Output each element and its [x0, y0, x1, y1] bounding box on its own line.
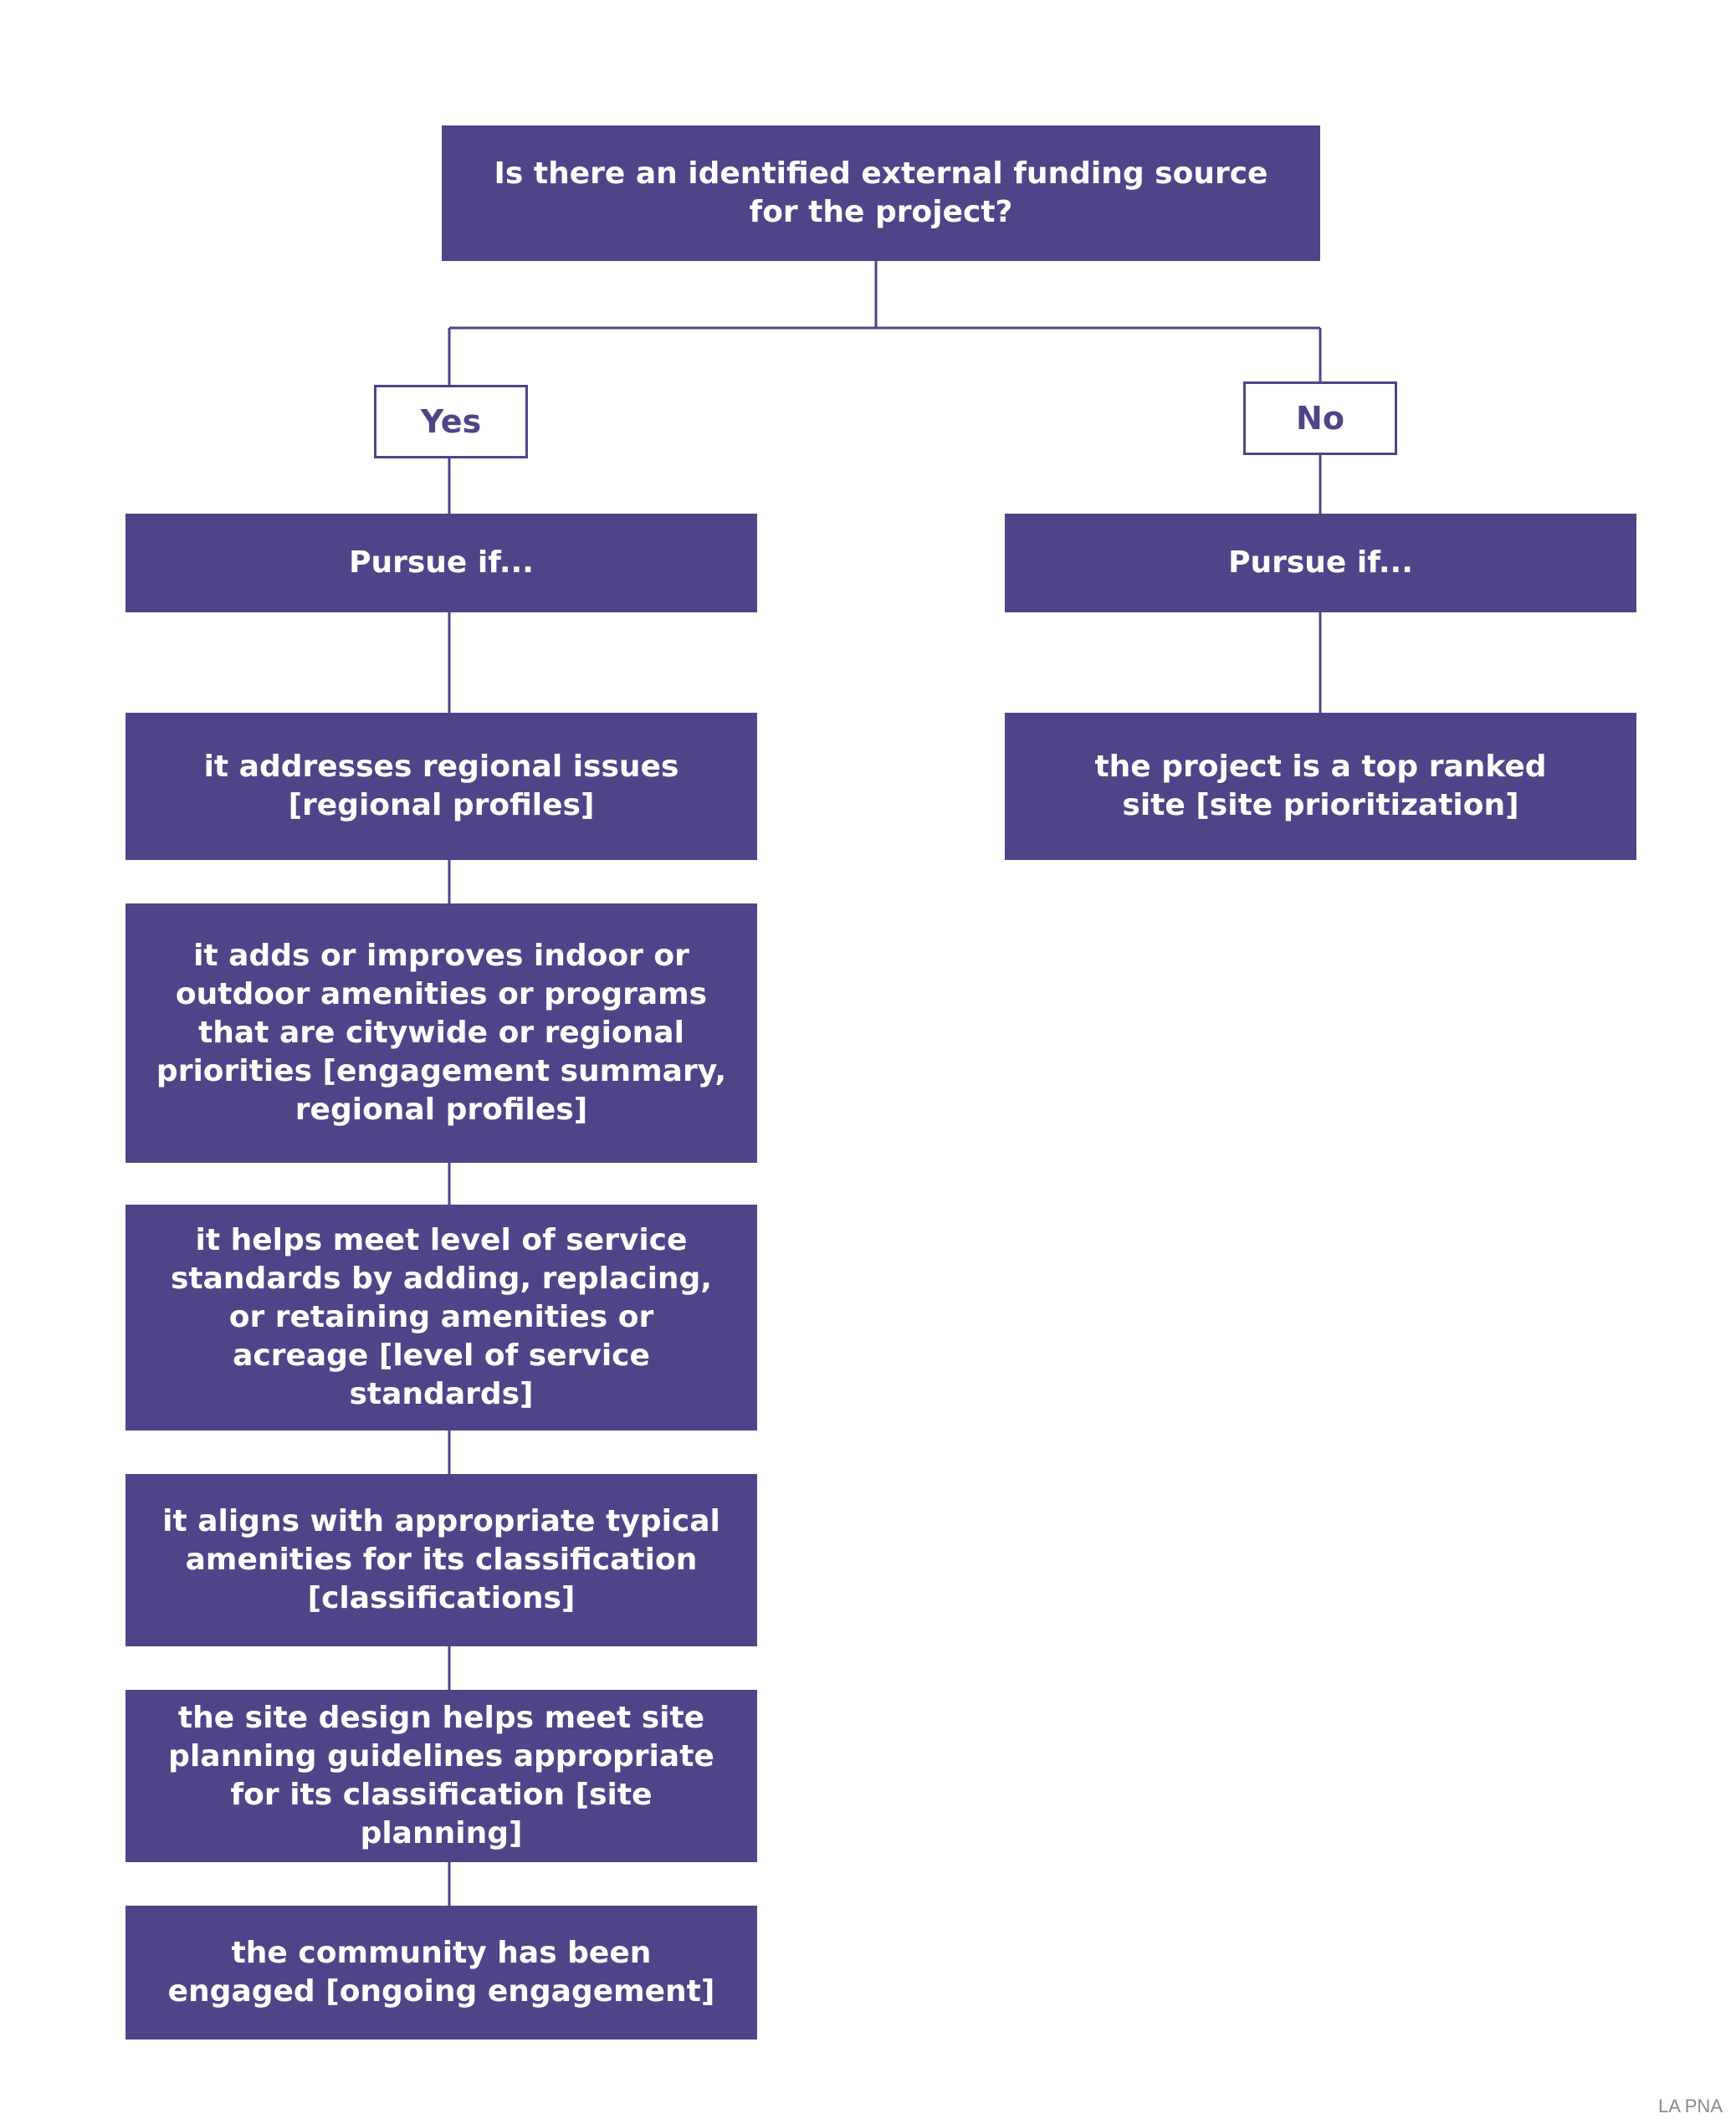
- yes-criterion-text: it addresses regional issues [regional p…: [203, 750, 679, 822]
- yes-criterion-box: it aligns with appropriate typical ameni…: [125, 1474, 757, 1646]
- yes-criterion-box: it helps meet level of service standards…: [125, 1205, 757, 1431]
- yes-pursue-header: Pursue if...: [125, 514, 757, 612]
- yes-criterion-text: it helps meet level of service standards…: [171, 1223, 712, 1411]
- yes-criterion-box: the community has been engaged [ongoing …: [125, 1906, 757, 2040]
- yes-criterion-text: the site design helps meet site planning…: [168, 1701, 714, 1850]
- credit-label: LA PNA: [1657, 2096, 1723, 2116]
- root-question-box: Is there an identified external funding …: [442, 125, 1320, 261]
- no-pursue-header-text: Pursue if...: [1228, 545, 1413, 580]
- yes-label-text: Yes: [420, 403, 482, 440]
- no-pursue-header: Pursue if...: [1005, 514, 1636, 612]
- yes-criterion-box: it adds or improves indoor or outdoor am…: [125, 903, 757, 1163]
- yes-criterion-text: the community has been engaged [ongoing …: [167, 1936, 715, 2009]
- yes-label-box: Yes: [374, 385, 528, 458]
- root-question-text: Is there an identified external funding …: [494, 156, 1268, 229]
- no-criterion-box: the project is a top ranked site [site p…: [1005, 713, 1636, 860]
- yes-criterion-box: the site design helps meet site planning…: [125, 1690, 757, 1862]
- no-label-text: No: [1296, 400, 1344, 437]
- yes-pursue-header-text: Pursue if...: [349, 545, 534, 580]
- yes-criterion-text: it adds or improves indoor or outdoor am…: [156, 939, 727, 1127]
- yes-criterion-box: it addresses regional issues [regional p…: [125, 713, 757, 860]
- no-criterion-text: the project is a top ranked site [site p…: [1094, 750, 1547, 822]
- yes-criterion-text: it aligns with appropriate typical ameni…: [162, 1504, 720, 1615]
- no-label-box: No: [1243, 381, 1397, 455]
